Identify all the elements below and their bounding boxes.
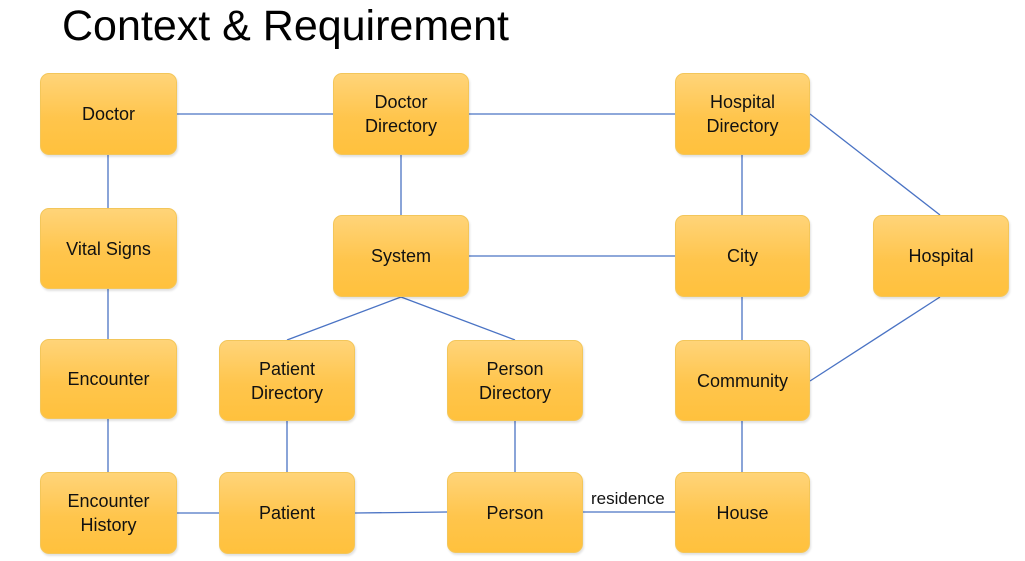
node-person-directory-label: Person Directory xyxy=(478,358,551,403)
node-vital-signs-label: Vital Signs xyxy=(66,238,151,259)
node-doctor-directory: Doctor Directory xyxy=(333,73,469,155)
node-person: Person xyxy=(447,472,583,553)
node-city-label: City xyxy=(727,246,758,266)
node-person-label: Person xyxy=(486,502,544,523)
node-vital-signs: Vital Signs xyxy=(40,208,177,289)
node-house: House xyxy=(675,472,810,553)
node-hospital-directory-label: Hospital Directory xyxy=(706,92,779,136)
node-hospital-label: Hospital xyxy=(908,246,974,266)
edge-hospital-directory-hospital xyxy=(809,113,941,216)
edge-label-residence: residence xyxy=(591,489,665,509)
node-encounter-history: Encounter History xyxy=(40,472,177,554)
edge-system-patient-directory xyxy=(286,296,402,341)
node-encounter-label: Encounter xyxy=(67,369,150,389)
node-patient: Patient xyxy=(219,472,355,554)
node-patient-label: Patient xyxy=(258,503,316,523)
node-community-label: Community xyxy=(696,370,789,391)
node-system: System xyxy=(333,215,469,297)
node-encounter: Encounter xyxy=(40,339,177,419)
node-hospital: Hospital xyxy=(873,215,1009,297)
edge-hospital-community xyxy=(809,296,941,382)
node-doctor-label: Doctor xyxy=(81,104,135,124)
node-hospital-directory: Hospital Directory xyxy=(675,73,810,155)
page-title: Context & Requirement xyxy=(62,2,509,50)
edge-system-person-directory xyxy=(400,296,516,341)
node-patient-directory: Patient Directory xyxy=(219,340,355,421)
node-community: Community xyxy=(675,340,810,421)
edge-patient-person xyxy=(354,511,448,514)
node-patient-directory-label: Patient Directory xyxy=(250,358,323,403)
node-house-label: House xyxy=(716,502,769,523)
node-person-directory: Person Directory xyxy=(447,340,583,421)
node-city: City xyxy=(675,215,810,297)
node-encounter-history-label: Encounter History xyxy=(67,491,150,535)
node-doctor-directory-label: Doctor Directory xyxy=(364,92,437,136)
node-system-label: System xyxy=(370,246,431,266)
node-doctor: Doctor xyxy=(40,73,177,155)
